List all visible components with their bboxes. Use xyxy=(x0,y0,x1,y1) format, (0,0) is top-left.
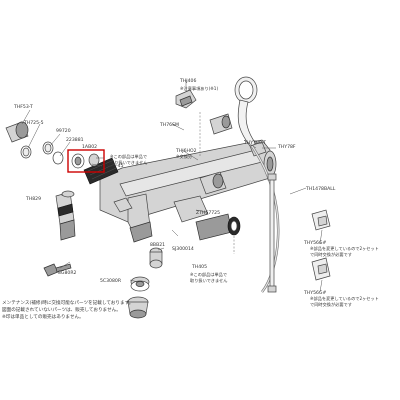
shower-head xyxy=(234,76,258,147)
footer-line-1: メンテナンス(補修)時に交換可能なパーツを記載しております。 xyxy=(2,299,133,306)
label-th6ho2: THJ6HO2 xyxy=(175,148,197,154)
faucet-body xyxy=(83,139,277,243)
note-4b: 取り扱いできません xyxy=(190,277,227,284)
note-3: ※交換分 xyxy=(176,153,193,160)
label-th577: THF53-T xyxy=(13,104,33,110)
ring-part-1 xyxy=(20,145,32,159)
label-th725: TH725-5 xyxy=(23,120,44,126)
label-th67725: ZTH67725 xyxy=(196,210,220,216)
highlight-box xyxy=(67,149,105,173)
label-5c3080: 5C3080R xyxy=(100,278,122,284)
label-thy56g: THY56G# xyxy=(303,240,326,246)
handle-right xyxy=(199,113,233,195)
hose-adapter xyxy=(127,296,149,319)
hook-part xyxy=(175,89,197,109)
ring-part-2 xyxy=(42,141,54,155)
label-thy78f: THY78F xyxy=(277,144,296,150)
handle-cap xyxy=(5,121,29,143)
wall-bracket-lower xyxy=(311,257,331,281)
label-8g80r2: 8G80R2 xyxy=(58,270,77,276)
cartridge-left xyxy=(55,190,76,241)
label-th76sm: TH76SM xyxy=(159,122,179,128)
note-4a: ※この部品は単品で xyxy=(190,271,227,278)
label-8bb21: 8BB21 xyxy=(150,242,165,248)
hose xyxy=(250,145,280,293)
notes: ※注意事項あり(※1) ※この部品は単品で 取り扱いできません ※交換分 ※この… xyxy=(110,85,379,308)
footer-notes: メンテナンス(補修)時に交換可能なパーツを記載しております。 図面の記載されてい… xyxy=(2,299,133,320)
wall-bracket-upper xyxy=(311,209,331,231)
label-1ab02: 1AB02 xyxy=(82,144,97,150)
note-6a: ※部品を変更しているので2ヶセット xyxy=(310,295,379,302)
footer-line-2: 図面の記載されていないパーツは、販売しておりません。 xyxy=(2,306,121,313)
label-th406: THJ406 xyxy=(179,78,196,84)
label-th47ball: TH1478BALL xyxy=(305,186,336,192)
key-tool xyxy=(43,263,72,277)
label-223881: 223881 xyxy=(66,137,84,143)
small-valve xyxy=(149,247,163,269)
nut-part xyxy=(130,276,150,292)
slide-part xyxy=(249,141,267,157)
note-5b: で同時交換が必要です xyxy=(310,251,352,258)
label-thy56g-2: THY56G# xyxy=(303,290,326,296)
label-th405: TH405 xyxy=(191,264,207,270)
note-2b: 取り扱いできません xyxy=(110,159,147,166)
slide-bar xyxy=(267,173,277,293)
leader-lines xyxy=(21,80,323,293)
part-labels: THJ406 THF53-T TH725-5 99720 223881 1AB0… xyxy=(13,78,336,296)
note-1: ※注意事項あり(※1) xyxy=(180,85,218,92)
label-th829: TH829 xyxy=(25,196,41,202)
label-th7645: TH76-45 xyxy=(103,163,124,169)
note-6b: で同時交換が必要です xyxy=(310,301,352,308)
note-5a: ※部品を変更しているので2ヶセット xyxy=(310,245,379,252)
note-2a: ※この部品は単品で xyxy=(110,153,147,160)
label-th30r: THYTB0-T xyxy=(243,140,266,146)
highlighted-part[interactable] xyxy=(67,149,105,173)
footer-line-3: ※印は単品としての販売はありません。 xyxy=(2,313,84,320)
label-99720: 99720 xyxy=(56,128,71,134)
label-th30004: SJ300014 xyxy=(172,246,194,252)
